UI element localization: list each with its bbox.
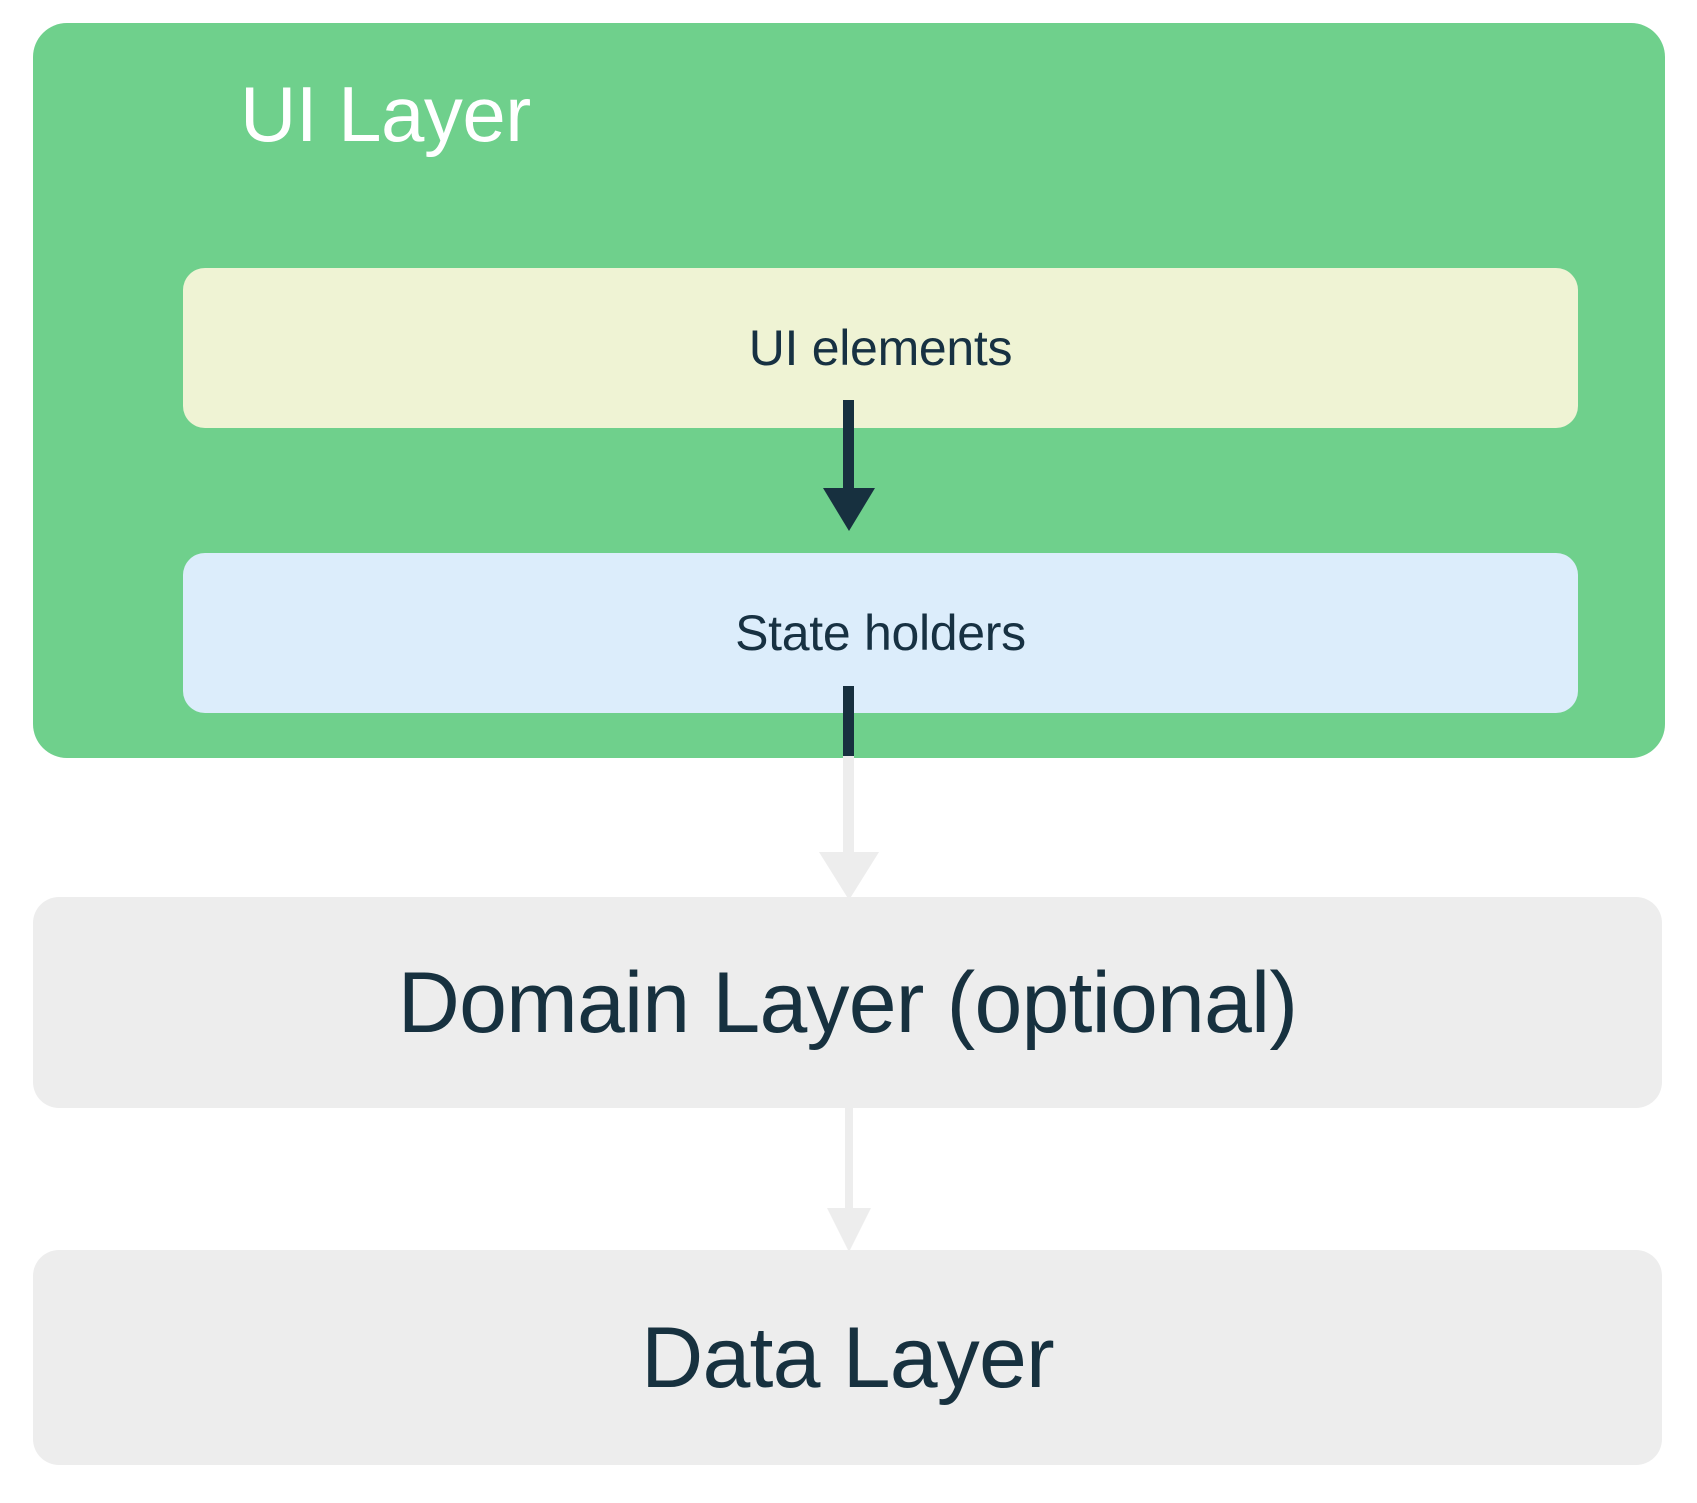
data-layer-label: Data Layer [641, 1309, 1054, 1406]
ui-layer-container: UI Layer UI elements State holders [33, 23, 1665, 758]
arrow-domain-layer-to-data-layer-icon [827, 1104, 871, 1252]
state-holders-label: State holders [735, 605, 1026, 661]
data-layer-box: Data Layer [33, 1250, 1662, 1465]
arrow-state-holders-to-domain-layer-icon [819, 686, 879, 900]
domain-layer-label: Domain Layer (optional) [397, 954, 1298, 1051]
state-holders-box: State holders [183, 553, 1578, 713]
ui-elements-box: UI elements [183, 268, 1578, 428]
ui-layer-title: UI Layer [240, 70, 531, 158]
domain-layer-box: Domain Layer (optional) [33, 897, 1662, 1108]
ui-elements-label: UI elements [748, 320, 1013, 376]
arrow-ui-elements-to-state-holders-icon [823, 400, 875, 531]
